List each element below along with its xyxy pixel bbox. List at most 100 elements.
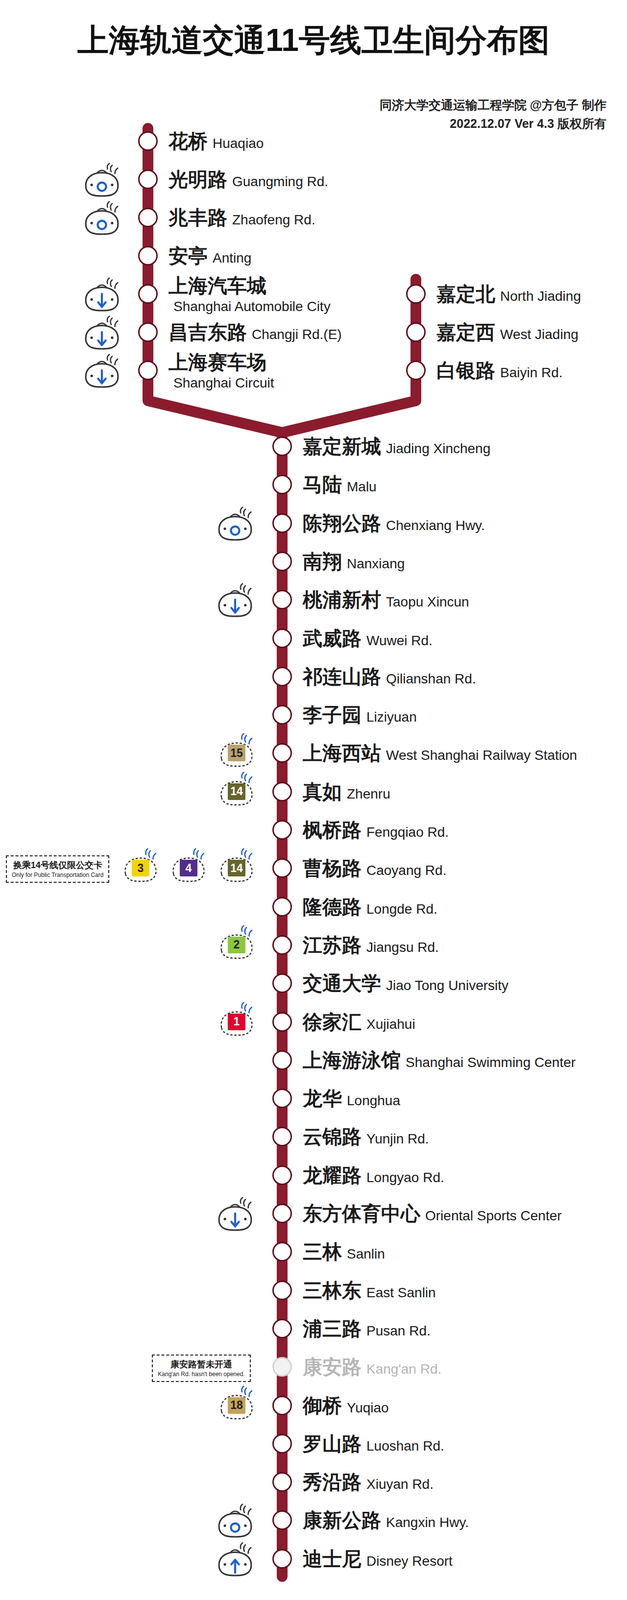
toilet-icon — [218, 507, 252, 541]
station-circle — [272, 513, 292, 533]
station-circle — [272, 1395, 292, 1416]
station-circle — [272, 1203, 292, 1224]
line-segment — [282, 380, 416, 437]
transfer-toilet-icon: 14 — [217, 844, 257, 883]
toilet-icon — [85, 201, 119, 235]
station-name-en: Taopu Xincun — [385, 593, 470, 611]
station-label: 祁连山路Qilianshan Rd. — [302, 664, 477, 689]
toilet-icon — [85, 163, 119, 197]
station-node: 上海汽车城Shanghai Automobile City — [138, 273, 365, 315]
line-segment — [276, 724, 288, 744]
toilet-icon — [218, 1543, 252, 1576]
line-number-badge: 4 — [179, 859, 198, 877]
station-circle — [272, 1510, 292, 1530]
station-label: 南翔Nanxiang — [302, 549, 405, 574]
station-name-zh: 马陆 — [302, 473, 342, 496]
station-name-en: Jiading Xincheng — [385, 439, 491, 458]
station-label: 嘉定西West Jiading — [436, 319, 579, 345]
station-name-zh: 徐家汇 — [302, 1011, 362, 1033]
station-circle — [138, 245, 158, 266]
station-name-zh: 江苏路 — [302, 934, 362, 956]
station-label: 嘉定北North Jiading — [436, 281, 581, 307]
transfer-toilet-icon: 15 — [217, 729, 257, 768]
station-circle — [272, 1280, 292, 1301]
station-name-zh: 上海西站 — [302, 742, 382, 764]
station-name-zh: 康新公路 — [302, 1509, 382, 1531]
station-name-zh: 嘉定西 — [436, 321, 496, 343]
station-label: 隆德路Longde Rd. — [302, 894, 438, 919]
station-node: 龙耀路Longyao Rd. — [272, 1162, 445, 1188]
station-circle — [272, 935, 292, 955]
station-name-en: Wuwei Rd. — [366, 631, 433, 650]
station-label: 马陆Malu — [302, 472, 377, 497]
station-node: 嘉定新城Jiading Xincheng — [272, 434, 491, 459]
station-name-en: Changji Rd.(E) — [251, 325, 342, 343]
station-node: 康新公路Kangxin Hwy. — [272, 1507, 469, 1533]
line-number-badge: 15 — [227, 744, 246, 762]
station-label: 桃浦新村Taopu Xincun — [302, 587, 470, 612]
station-label: 交通大学Jiao Tong University — [302, 970, 509, 996]
station-circle — [272, 1318, 292, 1339]
station-circle — [272, 1548, 292, 1569]
station-circle — [272, 1050, 292, 1070]
map-title: 上海轨道交通11号线卫生间分布图 — [0, 20, 627, 60]
station-name-zh: 祁连山路 — [302, 665, 382, 688]
note-text-en: Kang'an Rd. hasn't been opened. — [157, 1370, 245, 1378]
station-name-en: Malu — [346, 478, 377, 496]
line-segment — [276, 762, 288, 782]
station-name-en: Kangxin Hwy. — [385, 1513, 469, 1531]
station-name-zh: 迪士尼 — [302, 1547, 362, 1570]
note-box: 康安路暂未开通Kang'an Rd. hasn't been opened. — [151, 1354, 251, 1382]
toilet-icon — [85, 316, 119, 350]
transfer-toilet-icon: 18 — [217, 1382, 257, 1420]
line-segment — [276, 1376, 288, 1396]
line-segment — [142, 265, 154, 285]
station-circle — [138, 360, 158, 381]
station-node: 迪士尼Disney Resort — [272, 1546, 453, 1571]
station-circle — [272, 628, 292, 649]
station-label: 曹杨路Caoyang Rd. — [302, 855, 447, 881]
toilet-icon — [218, 1197, 252, 1231]
line-segment — [276, 1146, 288, 1165]
line-segment — [276, 954, 288, 974]
station-name-en: Luoshan Rd. — [366, 1437, 445, 1455]
station-circle — [138, 169, 158, 190]
line-segment — [142, 150, 154, 170]
line-number: 14 — [230, 784, 243, 798]
line-segment — [276, 839, 288, 859]
station-label: 上海赛车场Shanghai Circuit — [168, 349, 365, 392]
station-name-en: Jiangsu Rd. — [366, 938, 439, 956]
station-label: 陈翔公路Chenxiang Hwy. — [302, 510, 485, 536]
station-node: 龙华Longhua — [272, 1085, 401, 1111]
station-name-zh: 真如 — [302, 780, 342, 803]
line-segment — [276, 532, 288, 552]
station-label: 罗山路Luoshan Rd. — [302, 1431, 445, 1456]
line-segment — [276, 1453, 288, 1472]
station-circle — [272, 436, 292, 457]
station-name-en: North Jiading — [500, 287, 581, 305]
line-segment — [142, 189, 154, 208]
station-circle — [272, 1471, 292, 1492]
station-name-en: Jiao Tong University — [385, 976, 509, 994]
station-name-zh: 龙耀路 — [302, 1164, 362, 1186]
station-label: 三林东East Sanlin — [302, 1278, 436, 1303]
station-name-en: Zhenru — [346, 785, 391, 803]
station-circle — [406, 322, 426, 342]
station-name-zh: 南翔 — [302, 550, 342, 573]
station-circle — [272, 896, 292, 917]
toilet-icon — [218, 583, 252, 617]
station-circle — [272, 1088, 292, 1109]
station-label: 江苏路Jiangsu Rd. — [302, 932, 439, 958]
station-name-zh: 陈翔公路 — [302, 512, 382, 534]
station-label: 嘉定新城Jiading Xincheng — [302, 434, 491, 459]
station-name-zh: 嘉定新城 — [302, 435, 382, 458]
station-node: 嘉定西West Jiading — [406, 319, 579, 345]
station-name-zh: 安亭 — [168, 244, 208, 267]
station-name-zh: 东方体育中心 — [302, 1202, 421, 1225]
station-label: 上海西站West Shanghai Railway Station — [302, 740, 578, 766]
credit-line: 同济大学交通运输工程学院 @方包子 制作 — [379, 96, 607, 113]
station-node: 御桥Yuqiao — [272, 1393, 389, 1418]
station-circle — [272, 1012, 292, 1032]
station-node: 云锦路Yunjin Rd. — [272, 1124, 430, 1149]
station-name-en: Nanxiang — [346, 554, 405, 573]
